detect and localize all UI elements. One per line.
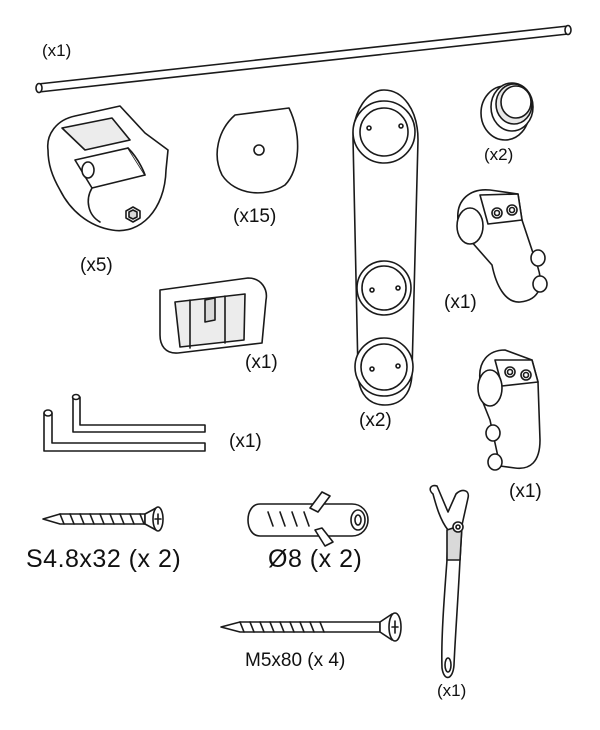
label-rail: (x1) (42, 41, 71, 60)
floor-guide-part (159, 277, 268, 354)
label-end-cap: (x2) (484, 145, 513, 164)
bolt-part (220, 612, 402, 642)
wall-bracket-part (47, 105, 169, 232)
roller-hanger-part (352, 89, 419, 406)
label-floor-guide: (x1) (245, 352, 278, 373)
label-spanner: (x1) (437, 681, 466, 700)
label-wood-screw: S4.8x32 (x 2) (26, 545, 181, 573)
label-washer: (x15) (233, 206, 276, 227)
label-roller-hanger: (x2) (359, 410, 392, 431)
wall-plug-part (247, 491, 369, 547)
spanner-part (429, 484, 470, 679)
stopper-lower-part (477, 349, 541, 471)
label-stopper-upper: (x1) (444, 292, 477, 313)
wood-screw-part (42, 506, 164, 532)
washer-part (216, 107, 299, 194)
label-wall-plug: Ø8 (x 2) (268, 545, 362, 573)
allen-keys-part (43, 393, 206, 452)
label-bolt: M5x80 (x 4) (245, 650, 345, 671)
label-wall-bracket: (x5) (80, 255, 113, 276)
rail-tube (35, 24, 572, 94)
end-cap-part (480, 82, 534, 141)
label-allen-keys: (x1) (229, 431, 262, 452)
stopper-upper-part (456, 189, 548, 303)
label-stopper-lower: (x1) (509, 481, 542, 502)
